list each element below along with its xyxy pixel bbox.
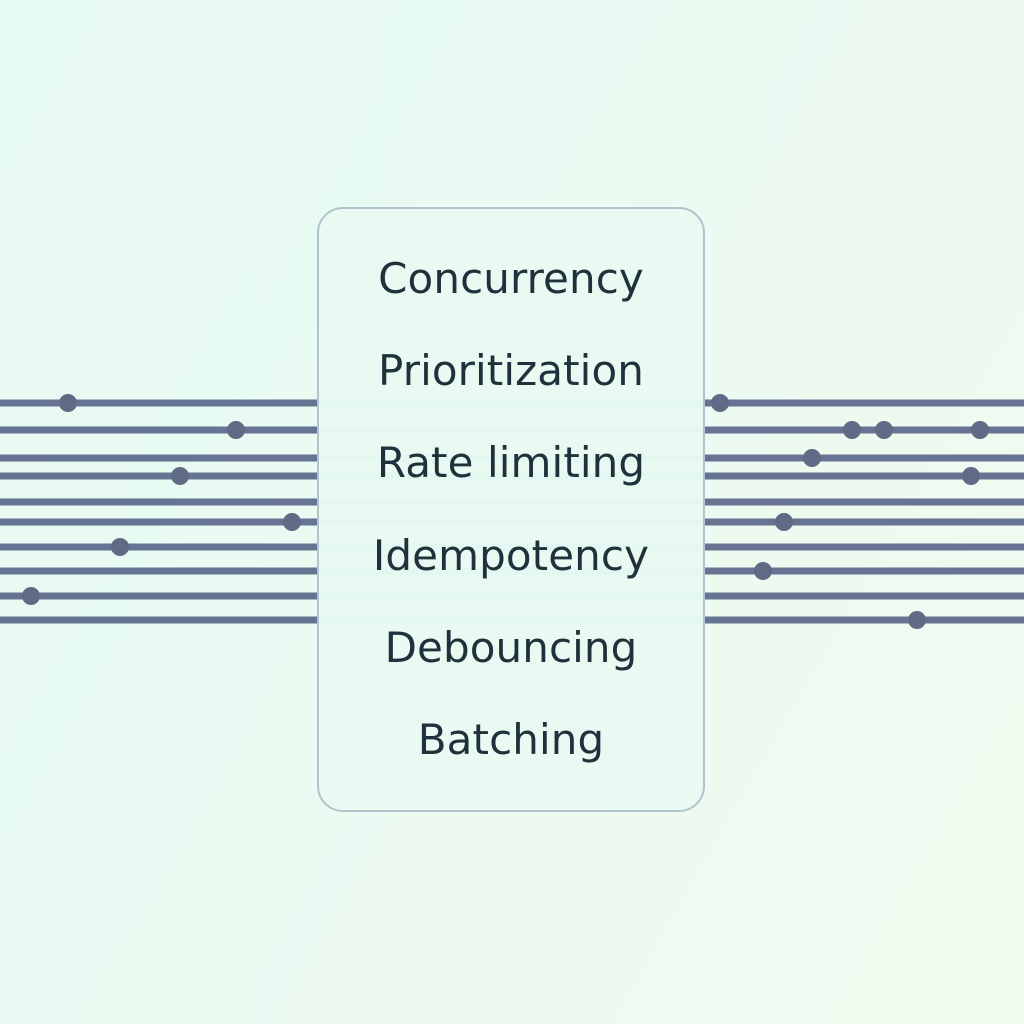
- line-dot-right: [803, 449, 821, 467]
- line-dot-right: [875, 421, 893, 439]
- card-item-debouncing: Debouncing: [384, 622, 638, 672]
- line-dot-right: [843, 421, 861, 439]
- line-dot-left: [227, 421, 245, 439]
- card-item-rate-limiting: Rate limiting: [376, 438, 646, 488]
- card-item-idempotency: Idempotency: [372, 530, 650, 580]
- card-item-batching: Batching: [417, 714, 605, 764]
- concept-card: Concurrency Prioritization Rate limiting…: [317, 207, 705, 812]
- line-dot-left: [22, 587, 40, 605]
- line-dot-left: [59, 394, 77, 412]
- line-dot-right: [908, 611, 926, 629]
- line-dot-left: [111, 538, 129, 556]
- line-dot-left: [171, 467, 189, 485]
- line-dot-right: [971, 421, 989, 439]
- line-dot-right: [775, 513, 793, 531]
- line-dot-right: [962, 467, 980, 485]
- line-dot-left: [283, 513, 301, 531]
- line-dot-right: [711, 394, 729, 412]
- card-item-concurrency: Concurrency: [378, 254, 644, 304]
- line-dot-right: [754, 562, 772, 580]
- card-item-prioritization: Prioritization: [378, 346, 644, 396]
